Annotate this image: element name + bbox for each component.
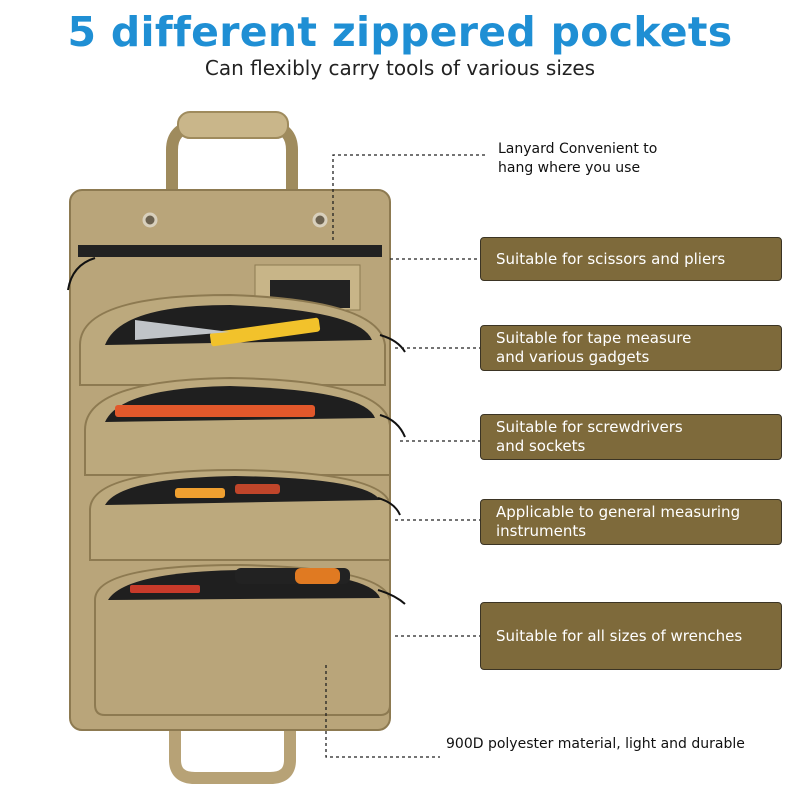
pocket — [94, 563, 391, 716]
grommet — [312, 212, 328, 228]
bottom-handle — [169, 712, 296, 784]
callout-wrenches: Suitable for all sizes of wrenches — [480, 602, 782, 670]
callout-tape-measure: Suitable for tape measure and various ga… — [480, 325, 782, 371]
callout-material: 900D polyester material, light and durab… — [446, 736, 745, 752]
callout-screwdrivers: Suitable for screwdrivers and sockets — [480, 414, 782, 460]
callout-measuring-instruments: Applicable to general measuring instrume… — [480, 499, 782, 545]
grommet — [142, 212, 158, 228]
callout-lanyard: Lanyard Convenient to hang where you use — [498, 141, 658, 176]
headline: 5 different zippered pockets — [67, 8, 733, 56]
leader-lines — [325, 154, 488, 758]
callout-scissors-pliers: Suitable for scissors and pliers — [480, 237, 782, 281]
subheadline: Can flexibly carry tools of various size… — [204, 56, 596, 80]
